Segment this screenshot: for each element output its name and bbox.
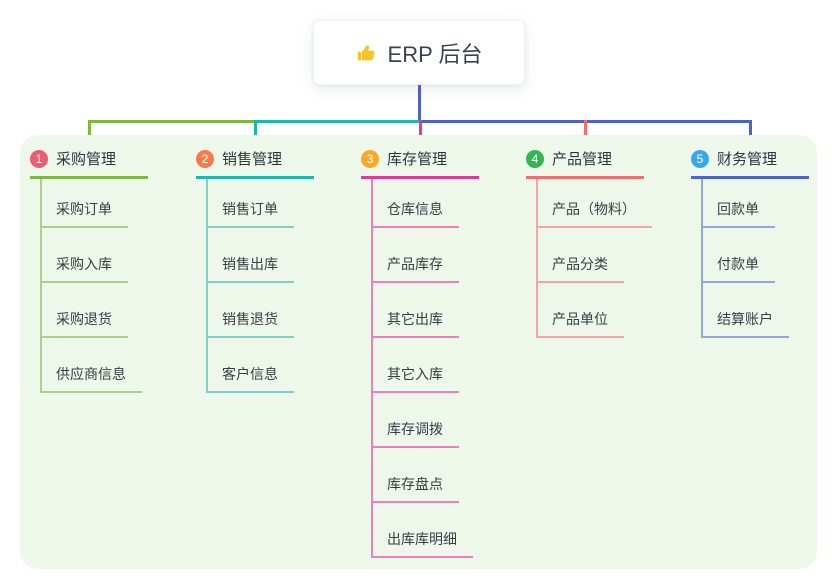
- leaf-label[interactable]: 采购入库: [40, 254, 128, 283]
- leaf-label[interactable]: 销售订单: [206, 199, 294, 228]
- connector-drop-5: [749, 120, 752, 146]
- branch-tree: 仓库信息产品库存其它出库其它入库库存调拨库存盘点出库库明细: [371, 179, 479, 558]
- root-connector-line: [418, 82, 421, 123]
- leaf-label[interactable]: 仓库信息: [371, 199, 459, 228]
- leaf-label[interactable]: 产品分类: [536, 254, 624, 283]
- leaf-label[interactable]: 采购退货: [40, 309, 128, 338]
- leaf-node: 客户信息: [206, 338, 314, 393]
- branch-header-1[interactable]: 1 采购管理: [30, 148, 148, 179]
- branch-label: 产品管理: [552, 151, 613, 168]
- branches-panel: [20, 135, 817, 569]
- leaf-node: 采购退货: [40, 283, 148, 338]
- leaf-node: 产品单位: [536, 283, 652, 338]
- branch-5: 5 财务管理回款单付款单结算账户: [691, 148, 809, 338]
- leaf-node: 其它出库: [371, 283, 479, 338]
- leaf-label[interactable]: 销售出库: [206, 254, 294, 283]
- leaf-node: 销售退货: [206, 283, 314, 338]
- branch-number-badge: 1: [30, 149, 48, 168]
- branch-1: 1 采购管理采购订单采购入库采购退货供应商信息: [30, 148, 148, 393]
- branch-header-4[interactable]: 4 产品管理: [526, 148, 644, 179]
- leaf-node: 采购订单: [40, 179, 148, 228]
- leaf-node: 产品（物料）: [536, 179, 652, 228]
- leaf-label[interactable]: 销售退货: [206, 309, 294, 338]
- leaf-label[interactable]: 产品（物料）: [536, 199, 652, 228]
- leaf-node: 采购入库: [40, 228, 148, 283]
- branch-label: 采购管理: [56, 151, 117, 168]
- branch-header-5[interactable]: 5 财务管理: [691, 148, 809, 179]
- leaf-label[interactable]: 回款单: [701, 199, 775, 228]
- leaf-label[interactable]: 出库库明细: [371, 529, 473, 558]
- connector-drop-4: [584, 120, 587, 146]
- branch-number-badge: 3: [361, 149, 379, 168]
- leaf-label[interactable]: 其它入库: [371, 364, 459, 393]
- connector-drop-1: [88, 120, 91, 146]
- leaf-node: 产品库存: [371, 228, 479, 283]
- leaf-label[interactable]: 产品单位: [536, 309, 624, 338]
- branch-label: 财务管理: [717, 151, 778, 168]
- branch-header-2[interactable]: 2 销售管理: [196, 148, 314, 179]
- branch-2: 2 销售管理销售订单销售出库销售退货客户信息: [196, 148, 314, 393]
- branch-tree: 销售订单销售出库销售退货客户信息: [206, 179, 314, 393]
- connector-drop-2: [254, 120, 257, 146]
- branch-4: 4 产品管理产品（物料） 产品分类产品单位: [526, 148, 652, 338]
- branch-header-3[interactable]: 3 库存管理: [361, 148, 479, 179]
- branch-tree: 回款单付款单结算账户: [701, 179, 809, 338]
- leaf-node: 仓库信息: [371, 179, 479, 228]
- branch-tree: 产品（物料） 产品分类产品单位: [536, 179, 652, 338]
- branch-tree: 采购订单采购入库采购退货供应商信息: [40, 179, 148, 393]
- leaf-label[interactable]: 库存调拨: [371, 419, 459, 448]
- branch-number-badge: 2: [196, 149, 214, 168]
- leaf-label[interactable]: 采购订单: [40, 199, 128, 228]
- leaf-node: 付款单: [701, 228, 809, 283]
- leaf-label[interactable]: 其它出库: [371, 309, 459, 338]
- leaf-node: 库存调拨: [371, 393, 479, 448]
- branch-label: 库存管理: [387, 151, 448, 168]
- leaf-label[interactable]: 客户信息: [206, 364, 294, 393]
- leaf-label[interactable]: 付款单: [701, 254, 775, 283]
- leaf-label[interactable]: 结算账户: [701, 309, 789, 338]
- root-node-erp[interactable]: ERP 后台: [313, 20, 525, 85]
- branch-number-badge: 5: [691, 149, 709, 168]
- leaf-node: 回款单: [701, 179, 809, 228]
- thumbs-up-icon: [356, 42, 378, 64]
- branch-number-badge: 4: [526, 149, 544, 168]
- connector-segment-1: [88, 120, 254, 123]
- leaf-label[interactable]: 库存盘点: [371, 474, 459, 503]
- branch-3: 3 库存管理仓库信息产品库存其它出库其它入库库存调拨库存盘点出库库明细: [361, 148, 479, 558]
- root-title: ERP 后台: [387, 41, 483, 67]
- leaf-node: 库存盘点: [371, 448, 479, 503]
- leaf-label[interactable]: 供应商信息: [40, 364, 142, 393]
- leaf-node: 供应商信息: [40, 338, 148, 393]
- leaf-node: 销售出库: [206, 228, 314, 283]
- leaf-node: 结算账户: [701, 283, 809, 338]
- leaf-node: 其它入库: [371, 338, 479, 393]
- connector-drop-3: [419, 120, 422, 146]
- connector-segment-2: [254, 120, 419, 123]
- branch-label: 销售管理: [222, 151, 283, 168]
- leaf-node: 产品分类: [536, 228, 652, 283]
- leaf-node: 销售订单: [206, 179, 314, 228]
- leaf-node: 出库库明细: [371, 503, 479, 558]
- leaf-label[interactable]: 产品库存: [371, 254, 459, 283]
